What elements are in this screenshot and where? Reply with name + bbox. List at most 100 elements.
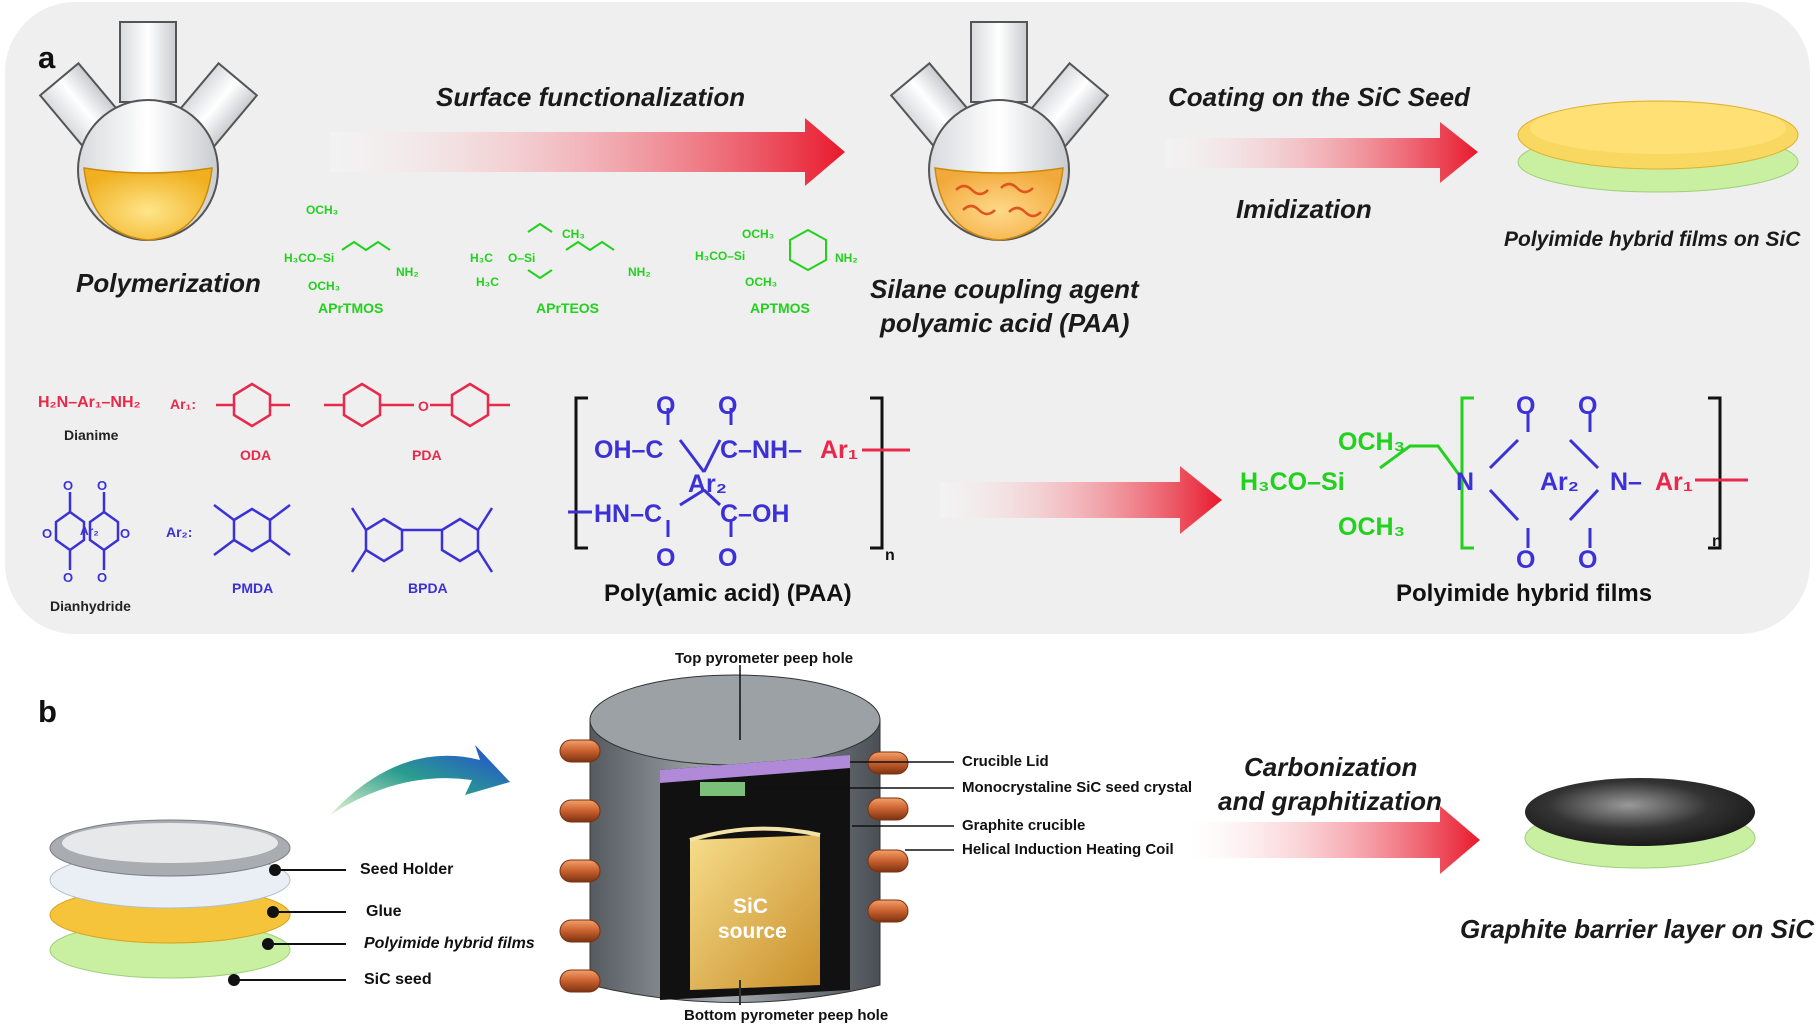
svg-text:O–Si: O–Si (508, 251, 535, 265)
svg-text:OCH₃: OCH₃ (308, 279, 340, 293)
svg-text:C–OH: C–OH (720, 500, 789, 528)
sic-source-line1: SiC (733, 895, 769, 918)
polyimide-film-on-sic-icon (1517, 100, 1799, 193)
svg-text:Ar₂: Ar₂ (80, 524, 99, 538)
step-carbonization-line2: and graphitization (1218, 786, 1442, 816)
ar1-oda: ODA (240, 447, 272, 463)
ar2-bpda: BPDA (408, 580, 448, 596)
arrow-carbonization (1190, 806, 1480, 874)
svg-text:NH₂: NH₂ (835, 251, 858, 265)
result-graphite-barrier: Graphite barrier layer on SiC (1460, 914, 1815, 944)
step-carbonization-line1: Carbonization (1244, 752, 1418, 782)
svg-text:OCH₃: OCH₃ (745, 275, 777, 289)
step-polymerization: Polymerization (76, 268, 261, 298)
svg-text:n: n (885, 547, 895, 564)
svg-text:OCH₃: OCH₃ (742, 227, 774, 241)
arrow-surface-functionalization (330, 118, 845, 186)
dianhydride-label: Dianhydride (50, 598, 131, 614)
flask-2-icon (889, 21, 1110, 241)
step-silane-line1: Silane coupling agent (870, 274, 1139, 304)
top-peep-hole-label: Top pyrometer peep hole (675, 650, 854, 667)
svg-text:NH₂: NH₂ (628, 265, 651, 279)
ar1-ring-structures (216, 382, 510, 428)
sic-source-line2: source (718, 920, 787, 943)
svg-text:O: O (97, 478, 107, 493)
svg-text:O: O (63, 570, 73, 585)
svg-text:H₃C: H₃C (476, 275, 499, 289)
svg-text:CH₃: CH₃ (562, 227, 585, 241)
result-polyimide-film-on-sic: Polyimide hybrid films on SiC (1504, 228, 1801, 251)
svg-text:OCH₃: OCH₃ (1338, 513, 1405, 541)
svg-text:Ar₂: Ar₂ (1540, 468, 1579, 496)
crucible-leader-lines (750, 761, 954, 851)
step-imidization: Imidization (1236, 194, 1372, 224)
svg-text:H₃CO–Si: H₃CO–Si (284, 251, 334, 265)
step-silane-line2: polyamic acid (PAA) (880, 308, 1130, 338)
stack-polyimide-films: Polyimide hybrid films (364, 935, 535, 952)
diamine-label: Dianime (64, 427, 119, 443)
seed-stack-icon (49, 819, 346, 986)
svg-text:Ar₂: Ar₂ (688, 470, 727, 498)
polyimide-structure (1379, 396, 1748, 550)
silane-aptmos: APTMOS (750, 300, 810, 316)
ar2-ring-structures (54, 492, 494, 573)
svg-text:O: O (120, 526, 130, 541)
panel-b-label: b (38, 694, 57, 729)
svg-text:O: O (63, 478, 73, 493)
panel-a-label: a (38, 40, 56, 75)
ar1-label: Ar₁: (170, 396, 197, 412)
svg-text:OCH₃: OCH₃ (306, 203, 338, 217)
svg-text:H₃C: H₃C (470, 251, 493, 265)
ar2-pmda: PMDA (232, 580, 274, 596)
stack-seed-holder: Seed Holder (360, 861, 454, 878)
silane-aprteos: APrTEOS (536, 300, 600, 316)
silane-aprtmos: APrTMOS (318, 300, 384, 316)
svg-text:Ar₁: Ar₁ (820, 436, 858, 464)
svg-text:H₃CO–Si: H₃CO–Si (695, 249, 745, 263)
silane-structures (341, 222, 827, 280)
flask-1-icon (38, 21, 259, 241)
svg-text:Ar₁: Ar₁ (1655, 468, 1693, 496)
svg-text:O: O (97, 570, 107, 585)
ar2-label: Ar₂: (166, 524, 193, 540)
paa-structure (568, 396, 910, 550)
step-surface-functionalization: Surface functionalization (436, 82, 746, 112)
seed-crystal-label: Monocrystaline SiC seed crystal (962, 779, 1193, 796)
svg-text:O: O (1516, 392, 1535, 420)
crucible-lid-label: Crucible Lid (962, 753, 1049, 770)
paa-label: Poly(amic acid) (PAA) (604, 580, 852, 607)
arrow-paa-to-polyimide (940, 466, 1222, 534)
svg-text:O: O (656, 392, 675, 420)
svg-text:N: N (1456, 468, 1474, 496)
svg-text:O: O (1516, 546, 1535, 574)
svg-text:OCH₃: OCH₃ (1338, 428, 1405, 456)
curved-arrow-icon (330, 745, 510, 815)
graphite-barrier-on-sic-icon (1524, 778, 1756, 869)
crucible-cross-section-icon (589, 665, 881, 1005)
bottom-peep-hole-label: Bottom pyrometer peep hole (684, 1007, 889, 1024)
graphite-crucible-label: Graphite crucible (962, 817, 1086, 834)
svg-text:O: O (718, 544, 737, 572)
svg-text:O: O (656, 544, 675, 572)
svg-text:N–: N– (1610, 468, 1642, 496)
svg-text:O: O (418, 398, 429, 414)
heating-coil-label: Helical Induction Heating Coil (962, 841, 1174, 858)
diamine-formula: H₂N–Ar₁–NH₂ (38, 394, 141, 411)
svg-text:O: O (42, 526, 52, 541)
stack-sic-seed: SiC seed (364, 971, 432, 988)
ar1-pda: PDA (412, 447, 442, 463)
dianhydride-atoms: O O O O O O Ar₂ (42, 478, 130, 585)
svg-text:n: n (1712, 533, 1722, 550)
step-coating: Coating on the SiC Seed (1168, 82, 1470, 112)
svg-text:O: O (1578, 392, 1597, 420)
svg-text:H₃CO–Si: H₃CO–Si (1240, 468, 1345, 496)
svg-text:C–NH–: C–NH– (720, 436, 802, 464)
svg-text:NH₂: NH₂ (396, 265, 419, 279)
svg-text:OH–C: OH–C (594, 436, 663, 464)
svg-text:HN–C: HN–C (594, 500, 662, 528)
induction-coil-icon (559, 739, 909, 993)
polyimide-label: Polyimide hybrid films (1396, 580, 1653, 607)
